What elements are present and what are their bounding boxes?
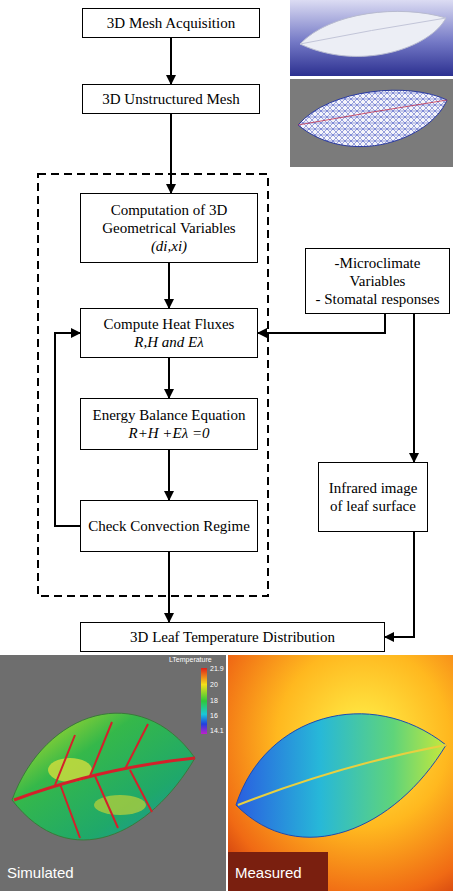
flow-arrow: [168, 263, 170, 308]
box-text: Infrared image of leaf surface: [325, 479, 421, 515]
flow-arrow: [385, 532, 414, 637]
flow-arrow: [170, 114, 172, 193]
photo-background: [290, 0, 453, 76]
colorbar-label: 20: [209, 681, 219, 689]
image-caption: Measured: [234, 864, 303, 881]
box-text: 3D Unstructured Mesh: [89, 90, 253, 108]
flow-arrow: [168, 552, 170, 622]
box-formula: (di,xi): [87, 237, 251, 255]
thermal-background: [228, 655, 453, 891]
colorbar-label: 18: [209, 697, 219, 705]
box-text: -Microclimate Variables: [312, 254, 443, 290]
colorbar-label: LTemperature: [168, 656, 213, 664]
dashed-group: [38, 174, 268, 596]
box-text: Check Convection Regime: [87, 517, 251, 535]
leaf-vein: [14, 758, 195, 800]
simulated-leaf: [12, 713, 195, 840]
flow-arrow: [258, 314, 385, 333]
box-text: Energy Balance Equation: [87, 406, 251, 424]
colorbar-label: 14.1: [209, 727, 225, 735]
box-formula: R+H +Eλ =0: [87, 424, 251, 442]
process-box: -Microclimate Variables- Stomatal respon…: [305, 248, 450, 314]
process-box: Check Convection Regime: [80, 500, 258, 552]
image-caption: Simulated: [6, 864, 75, 881]
box-text: 3D Mesh Acquisition: [89, 14, 253, 32]
process-box: Compute Heat FluxesR,H and Eλ: [80, 308, 258, 358]
warm-patch: [94, 795, 146, 815]
flow-arrow: [55, 333, 80, 526]
box-text: Compute Heat Fluxes: [87, 315, 251, 333]
simulated-background: [0, 655, 226, 891]
thermal-dark-region: [228, 852, 328, 891]
process-box: 3D Leaf Temperature Distribution: [80, 622, 385, 652]
process-box: 3D Mesh Acquisition: [82, 8, 260, 38]
leaf-vein: [55, 722, 152, 838]
leaf-midrib: [300, 18, 446, 44]
flow-arrow: [168, 450, 170, 500]
process-box: Computation of 3D Geometrical Variables(…: [80, 193, 258, 263]
color-bar: [201, 668, 207, 734]
box-formula: - Stomatal responses: [312, 290, 443, 308]
leaf-vein: [238, 745, 446, 805]
thermal-leaf: [236, 714, 446, 837]
flow-arrow: [170, 38, 172, 84]
photo-background: [290, 79, 453, 167]
process-box: Energy Balance EquationR+H +Eλ =0: [80, 398, 258, 450]
box-formula: R,H and Eλ: [87, 333, 251, 351]
colorbar-label: 16: [209, 712, 219, 720]
process-box: Infrared image of leaf surface: [318, 462, 428, 532]
box-text: Computation of 3D Geometrical Variables: [87, 201, 251, 237]
leaf-scan: [300, 11, 446, 56]
leaf-midrib: [298, 100, 447, 125]
process-box: 3D Unstructured Mesh: [82, 84, 260, 114]
box-text: 3D Leaf Temperature Distribution: [87, 628, 378, 646]
colorbar-label: 21.9: [209, 665, 225, 673]
leaf-mesh: [298, 90, 447, 146]
flow-arrow: [168, 358, 170, 398]
flow-arrow: [413, 314, 415, 462]
